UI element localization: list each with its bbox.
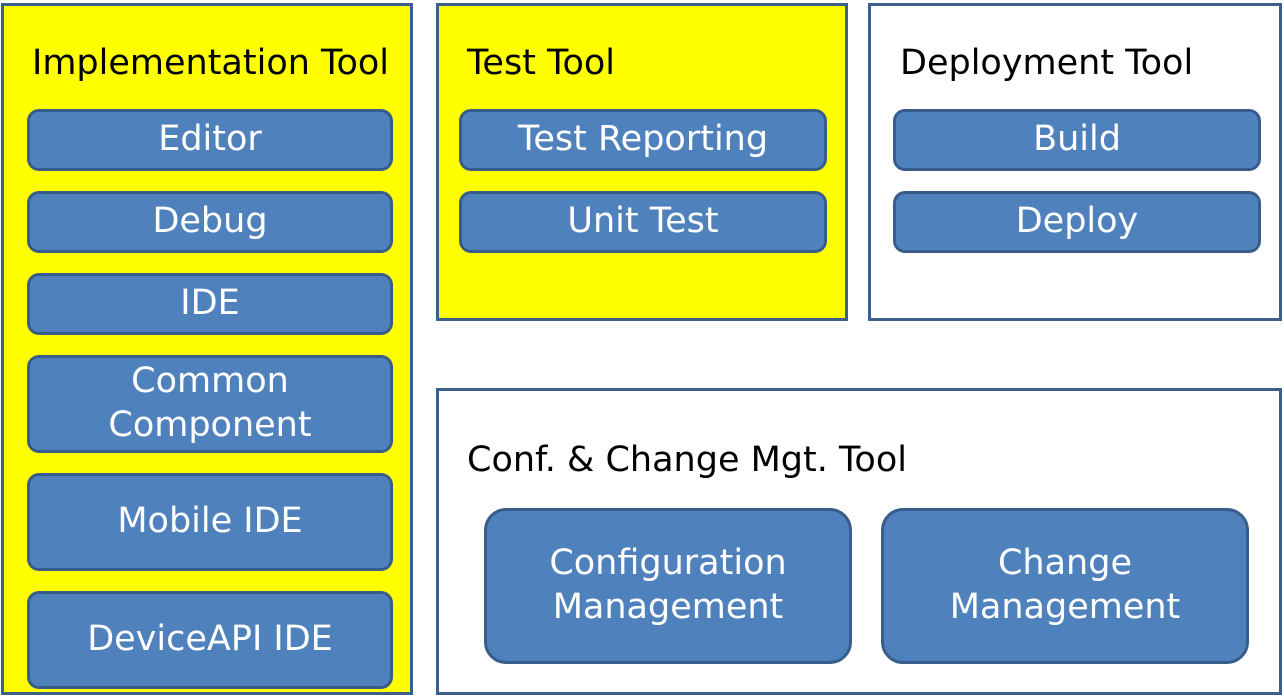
- debug-box[interactable]: Debug: [27, 191, 393, 253]
- test-tool-title: Test Tool: [467, 43, 616, 83]
- deployment-tool-panel: Deployment Tool Build Deploy: [868, 3, 1282, 321]
- implementation-tool-title: Implementation Tool: [32, 43, 390, 83]
- conf-change-mgt-tool-panel: Conf. & Change Mgt. Tool Configuration M…: [436, 388, 1282, 695]
- configuration-management-box[interactable]: Configuration Management: [484, 508, 852, 664]
- deviceapi-ide-box[interactable]: DeviceAPI IDE: [27, 591, 393, 689]
- mobile-ide-box[interactable]: Mobile IDE: [27, 473, 393, 571]
- editor-box[interactable]: Editor: [27, 109, 393, 171]
- test-tool-panel: Test Tool Test Reporting Unit Test: [436, 3, 848, 321]
- change-management-box[interactable]: Change Management: [881, 508, 1249, 664]
- deploy-box[interactable]: Deploy: [893, 191, 1261, 253]
- ide-box[interactable]: IDE: [27, 273, 393, 335]
- conf-change-mgt-tool-title: Conf. & Change Mgt. Tool: [467, 440, 907, 480]
- implementation-tool-panel: Implementation Tool Editor Debug IDE Com…: [1, 3, 413, 695]
- build-box[interactable]: Build: [893, 109, 1261, 171]
- unit-test-box[interactable]: Unit Test: [459, 191, 827, 253]
- deployment-tool-title: Deployment Tool: [900, 43, 1194, 83]
- test-reporting-box[interactable]: Test Reporting: [459, 109, 827, 171]
- common-component-box[interactable]: Common Component: [27, 355, 393, 453]
